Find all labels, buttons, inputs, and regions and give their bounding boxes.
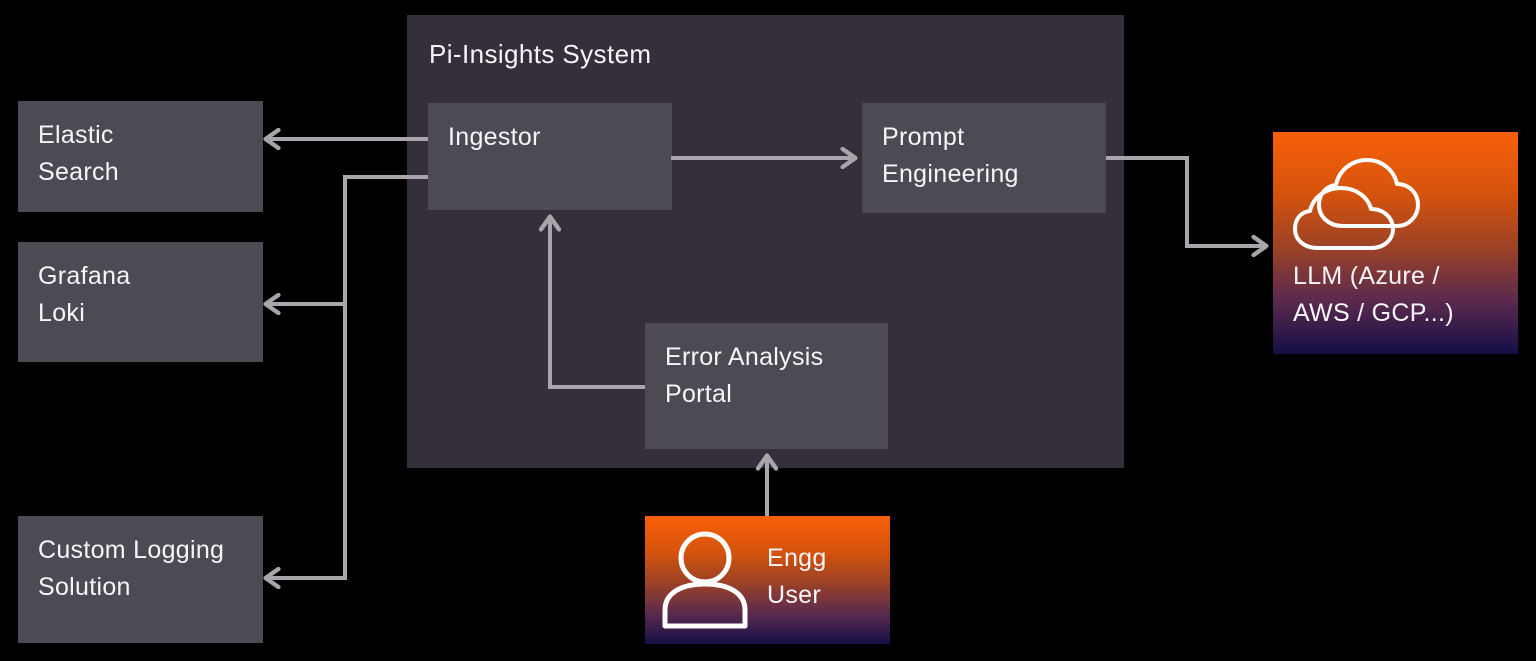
node-prompt-engineering: Prompt Engineering (862, 103, 1106, 213)
edge-ingestor-to-custom-logging (266, 175, 428, 578)
node-label: Custom Logging Solution (38, 536, 225, 601)
node-ingestor: Ingestor (428, 103, 672, 210)
node-label: Ingestor (448, 123, 541, 151)
cloud-icon (1293, 158, 1420, 250)
person-icon (662, 531, 748, 629)
system-title: Pi-Insights System (429, 39, 652, 69)
node-label: Prompt Engineering (882, 123, 1019, 188)
node-custom-logging-solution: Custom Logging Solution (18, 516, 263, 643)
node-label: Error Analysis Portal (665, 343, 824, 408)
node-engg-user: Engg User (645, 516, 890, 644)
node-llm: LLM (Azure / AWS / GCP...) (1273, 132, 1518, 354)
node-grafana-loki: Grafana Loki (18, 242, 263, 362)
edge-prompt-engineering-to-llm (1106, 156, 1266, 246)
node-label: Engg User (767, 544, 827, 609)
node-error-analysis-portal: Error Analysis Portal (645, 323, 888, 449)
node-label: LLM (Azure / AWS / GCP...) (1293, 262, 1454, 327)
node-label: Elastic Search (38, 121, 120, 186)
pi-insights-system-container: Pi-Insights System Ingestor Prompt Engin… (407, 15, 1124, 468)
node-elastic-search: Elastic Search (18, 101, 263, 212)
node-label: Grafana Loki (38, 262, 131, 327)
